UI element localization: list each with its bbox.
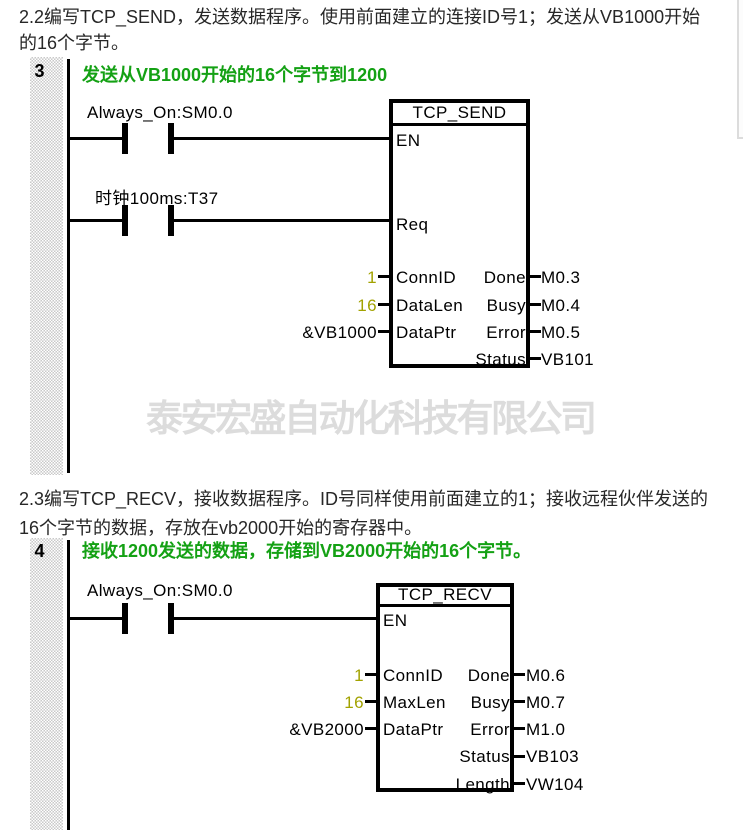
- tcp-recv-output-value-4: VW104: [526, 775, 584, 794]
- network4-contact1-bar-right: [168, 603, 174, 634]
- tcp-send-output-stub-2: [530, 330, 541, 333]
- network3-contact1-wire-right: [174, 137, 389, 140]
- tcp-recv-output-name-0: Done: [467, 666, 510, 685]
- tcp-send-output-value-1: M0.4: [541, 296, 581, 315]
- tcp-recv-input-name-2: DataPtr: [383, 720, 444, 739]
- scrollbar-track-corner[interactable]: [737, 0, 743, 139]
- network3-contact2-wire-left: [70, 219, 122, 222]
- network4-contact1-bar-left: [122, 603, 128, 634]
- network3-comment: 发送从VB1000开始的16个字节到1200: [82, 65, 388, 85]
- tcp-recv-block: [376, 583, 514, 792]
- tcp-recv-output-value-0: M0.6: [526, 666, 566, 685]
- watermark-text: 泰安宏盛自动化科技有限公司: [146, 398, 597, 439]
- network4-contact1-label: Always_On:SM0.0: [87, 581, 233, 600]
- network3-number: 3: [34, 61, 45, 81]
- network3-contact1-label: Always_On:SM0.0: [87, 103, 233, 122]
- tcp-recv-output-name-4: Length: [455, 775, 510, 794]
- tcp-send-output-name-0: Done: [483, 268, 526, 287]
- tcp-recv-input-stub-0: [365, 673, 376, 676]
- tcp-send-pin-en: EN: [396, 131, 421, 150]
- tcp-send-output-name-1: Busy: [486, 296, 526, 315]
- tcp-send-output-value-0: M0.3: [541, 268, 581, 287]
- network4-margin-strip: [30, 538, 63, 830]
- tcp-recv-input-name-1: MaxLen: [383, 693, 446, 712]
- network3-contact1-bar-left: [122, 123, 128, 154]
- tcp-send-input-value-0: 1: [367, 268, 377, 287]
- tcp-send-output-value-3: VB101: [541, 350, 595, 369]
- section2-line-2: 16个字节的数据，存放在vb2000开始的寄存器中。: [19, 518, 423, 538]
- tcp-recv-title: TCP_RECV: [380, 586, 510, 607]
- tcp-send-output-stub-1: [530, 303, 541, 306]
- tcp-send-pin-req: Req: [396, 215, 429, 234]
- tcp-recv-input-stub-1: [365, 700, 376, 703]
- tcp-recv-output-stub-3: [514, 755, 525, 758]
- tcp-send-title: TCP_SEND: [393, 103, 526, 126]
- intro-line-1: 2.2编写TCP_SEND，发送数据程序。使用前面建立的连接ID号1；发送从VB…: [19, 7, 701, 27]
- tcp-recv-output-value-1: M0.7: [526, 693, 566, 712]
- tcp-recv-output-value-2: M1.0: [526, 720, 566, 739]
- tcp-send-input-stub-1: [378, 303, 389, 306]
- network3-contact2-wire-right: [174, 219, 389, 222]
- tcp-send-input-stub-2: [378, 330, 389, 333]
- tcp-send-input-name-0: ConnID: [396, 268, 457, 287]
- network3-power-rail: [67, 59, 70, 473]
- network4-comment: 接收1200发送的数据，存储到VB2000开始的16个字节。: [82, 541, 532, 561]
- network4-number: 4: [34, 541, 45, 561]
- network3-contact1-wire-left: [70, 137, 122, 140]
- network4-contact1-wire-right: [174, 617, 376, 620]
- intro-line-2: 的16个字节。: [19, 33, 130, 53]
- network3-contact1-bar-right: [168, 123, 174, 154]
- tcp-recv-output-stub-1: [514, 700, 525, 703]
- tcp-recv-input-value-0: 1: [354, 666, 364, 685]
- tcp-recv-output-stub-2: [514, 727, 525, 730]
- network4-power-rail: [67, 540, 70, 830]
- network3-contact2-bar-left: [122, 205, 128, 236]
- network3-contact2-bar-right: [168, 205, 174, 236]
- tcp-send-output-name-2: Error: [486, 323, 526, 342]
- tcp-send-input-name-2: DataPtr: [396, 323, 457, 342]
- tcp-recv-input-value-2: &VB2000: [289, 720, 364, 739]
- tcp-recv-output-name-3: Status: [459, 747, 510, 766]
- tcp-send-input-value-1: 16: [357, 296, 377, 315]
- tcp-recv-input-stub-2: [365, 727, 376, 730]
- network4-contact1-wire-left: [70, 617, 122, 620]
- tcp-send-output-stub-0: [530, 275, 541, 278]
- tcp-recv-output-stub-4: [514, 782, 525, 785]
- tcp-recv-input-value-1: 16: [344, 693, 364, 712]
- tcp-send-output-name-3: Status: [475, 350, 526, 369]
- tcp-recv-output-value-3: VB103: [526, 747, 580, 766]
- tcp-send-block: [389, 99, 530, 368]
- tcp-recv-pin-en: EN: [383, 611, 408, 630]
- tcp-recv-output-stub-0: [514, 673, 525, 676]
- tcp-send-input-stub-0: [378, 275, 389, 278]
- tcp-send-input-value-2: &VB1000: [302, 323, 377, 342]
- tcp-send-input-name-1: DataLen: [396, 296, 464, 315]
- tcp-send-output-stub-3: [530, 357, 541, 360]
- tcp-send-output-value-2: M0.5: [541, 323, 581, 342]
- tcp-recv-output-name-2: Error: [470, 720, 510, 739]
- tcp-recv-output-name-1: Busy: [470, 693, 510, 712]
- tcp-recv-input-name-0: ConnID: [383, 666, 444, 685]
- network3-contact2-label: 时钟100ms:T37: [95, 189, 219, 208]
- network3-margin-strip: [30, 57, 63, 475]
- section2-line-1: 2.3编写TCP_RECV，接收数据程序。ID号同样使用前面建立的1；接收远程伙…: [19, 489, 709, 509]
